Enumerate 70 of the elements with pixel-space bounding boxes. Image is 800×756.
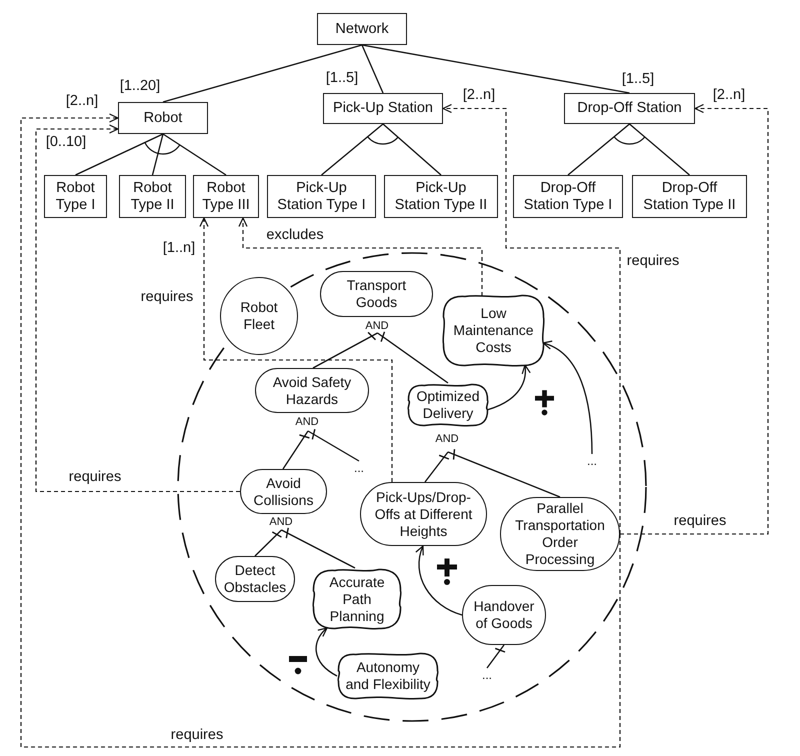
cardinality-label: [2..n] [462, 87, 496, 103]
decomposition-line [377, 331, 448, 384]
dashed-arrow [35, 124, 240, 492]
decomposition-line [282, 430, 310, 470]
refinement-label: AND [295, 416, 319, 428]
tree-line [162, 133, 226, 176]
ellipsis-text: ... [478, 668, 496, 682]
edge-label: requires [170, 727, 224, 743]
tree-line [361, 44, 384, 94]
goal-capsule: Pick-Ups/Drop-Offs at Different Heights [360, 482, 487, 546]
softgoal-cloud: Low Maintenance Costs [441, 293, 546, 368]
goal-capsule: Detect Obstacles [215, 556, 295, 602]
ellipsis-text: ... [583, 454, 601, 468]
curved-arrow [416, 545, 462, 616]
dashed-arrow [20, 113, 621, 748]
tree-line [75, 133, 164, 176]
feature-box: Pick-Up Station Type I [267, 175, 376, 218]
goal-capsule: Avoid Collisions [240, 469, 327, 514]
softgoal-cloud: Optimized Delivery [406, 382, 490, 428]
decomposition-line [424, 452, 450, 482]
cardinality-label: [1..n] [162, 240, 196, 256]
cardinality-label: [2..n] [66, 93, 98, 109]
decomposition-line [254, 530, 282, 556]
feature-box: Robot Type I [44, 175, 107, 218]
refinement-label: AND [365, 320, 389, 332]
feature-box: Pick-Up Station Type II [384, 175, 498, 218]
tree-line [568, 124, 630, 176]
edge-label: requires [672, 513, 728, 529]
tree-line [152, 134, 164, 176]
ellipsis-text: ... [350, 461, 368, 475]
tree-line [382, 124, 442, 176]
edge-label: requires [626, 253, 680, 269]
edge-label: requires [140, 289, 194, 305]
dashed-arrow [620, 104, 769, 535]
decomposition-line [281, 527, 356, 569]
dashed-arrow [238, 217, 483, 296]
feature-box: Network [317, 13, 407, 45]
feature-box: Drop-Off Station [564, 93, 695, 124]
feature-box: Robot Type II [119, 175, 186, 218]
softgoal-cloud: Accurate Path Planning [311, 567, 403, 631]
decomposition-line [448, 448, 560, 498]
goal-capsule: Parallel Transportation Order Processing [500, 497, 620, 571]
curved-arrow [542, 341, 593, 454]
goal-capsule: Transport Goods [320, 271, 433, 317]
feature-box: Drop-Off Station Type II [632, 175, 747, 218]
feature-box: Pick-Up Station [323, 93, 443, 124]
goal-capsule: Handover of Goods [462, 585, 546, 645]
tree-line [362, 44, 630, 94]
goal-capsule: Avoid Safety Hazards [255, 368, 369, 413]
cardinality-label: [1..20] [120, 78, 160, 94]
decomposition-line [312, 332, 378, 369]
edge-label: requires [68, 469, 122, 485]
curved-arrow [488, 364, 530, 410]
decomposition-line [308, 428, 360, 462]
tree-line [321, 124, 384, 176]
feature-box: Robot Type III [193, 175, 259, 218]
dashed-arrow [199, 217, 393, 482]
softgoal-cloud: Autonomy and Flexibility [336, 651, 440, 701]
cardinality-label: [1..5] [326, 70, 358, 86]
cardinality-label: [1..5] [622, 71, 654, 87]
feature-box: Drop-Off Station Type I [513, 175, 623, 218]
tree-line [162, 44, 362, 103]
decomposition-line [486, 644, 506, 668]
tree-line [629, 124, 690, 176]
feature-box: Robot [118, 102, 208, 134]
curved-arrow [316, 627, 338, 677]
cardinality-label: [2..n] [712, 87, 746, 103]
refinement-label: AND [269, 516, 293, 528]
refinement-label: AND [435, 433, 459, 445]
cardinality-label: [0..10] [46, 134, 86, 150]
